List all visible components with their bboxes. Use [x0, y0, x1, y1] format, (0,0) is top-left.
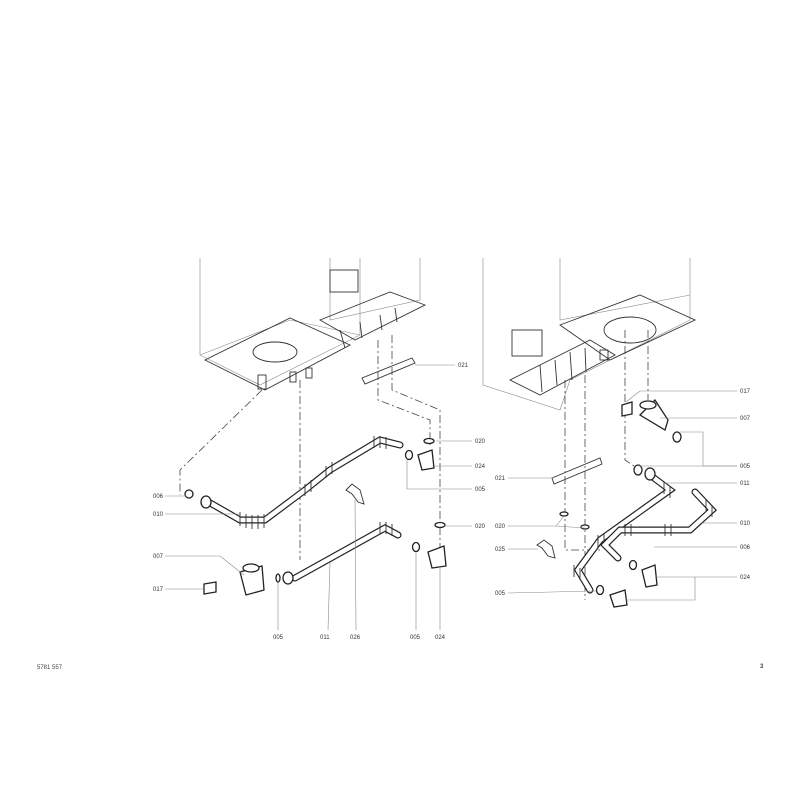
left-pipe-010: [201, 436, 404, 529]
part-label: 011: [740, 481, 750, 487]
part-label: 010: [740, 521, 751, 527]
part-label: 020: [475, 524, 486, 530]
part-label: 005: [475, 487, 486, 493]
right-boiler-outline: [482, 258, 697, 411]
part-label: 017: [740, 389, 751, 395]
part-label: 021: [458, 363, 469, 369]
document-number: 5781 557: [37, 665, 63, 671]
part-label: 006: [740, 545, 751, 551]
part-label: 010: [153, 512, 164, 518]
left-part-labels: 021 020 024 005 006 010 020 007 017 005 …: [153, 363, 486, 641]
right-pipe-011: [573, 471, 676, 594]
part-label: 020: [475, 439, 486, 445]
part-label: 026: [350, 635, 361, 641]
right-part-labels: 017 007 005 011 010 006 024 021 020 025 …: [495, 389, 751, 597]
part-label: 024: [740, 575, 751, 581]
left-pipe-011: [291, 522, 402, 582]
part-label: 006: [153, 494, 164, 500]
page-number: 3: [760, 664, 764, 670]
left-boiler-outline: [199, 258, 427, 391]
part-label: 007: [153, 554, 164, 560]
part-label: 005: [273, 635, 284, 641]
part-label: 005: [740, 464, 751, 470]
part-label: 011: [320, 635, 330, 641]
right-pipe-010: [600, 488, 717, 562]
part-label: 005: [495, 591, 506, 597]
part-label: 025: [495, 547, 506, 553]
part-label: 005: [410, 635, 421, 641]
part-label: 020: [495, 524, 506, 530]
part-label: 021: [495, 476, 506, 482]
part-label: 007: [740, 416, 751, 422]
part-label: 024: [435, 635, 446, 641]
part-label: 024: [475, 464, 486, 470]
part-label: 017: [153, 587, 164, 593]
